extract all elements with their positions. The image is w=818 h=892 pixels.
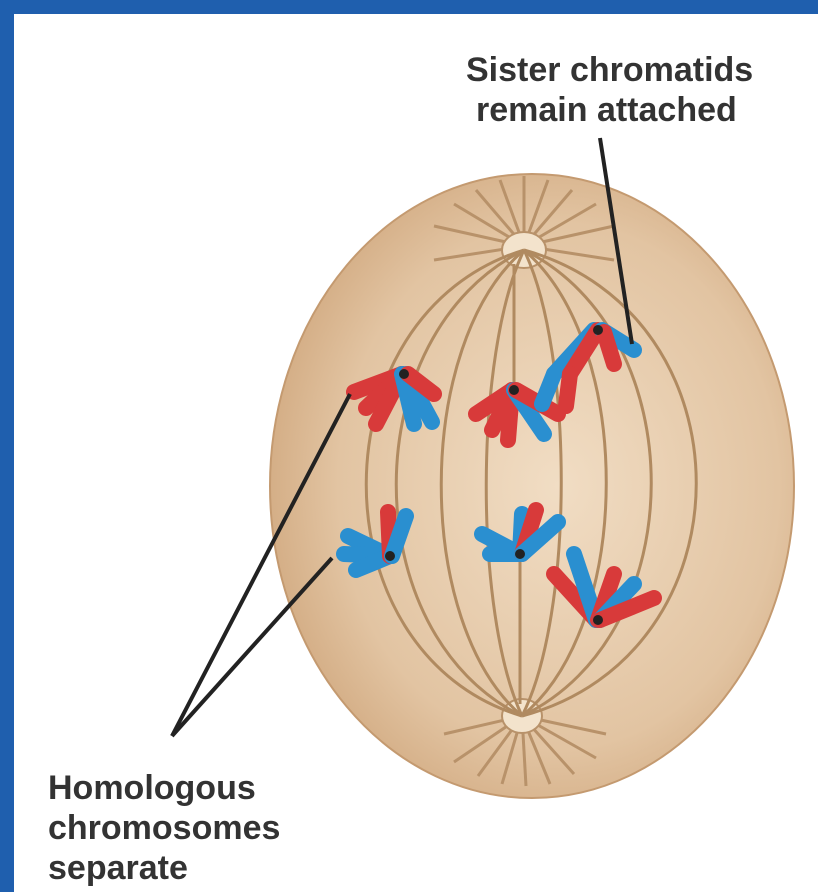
meiosis-anaphase-diagram xyxy=(14,14,818,892)
label-sister-line2: remain attached xyxy=(476,90,753,130)
label-homologous-line2: chromosomes xyxy=(48,808,280,848)
label-homologous-chromosomes: Homologous chromosomes separate xyxy=(48,768,280,888)
label-sister-line1: Sister chromatids xyxy=(466,50,753,90)
label-homologous-line3: separate xyxy=(48,848,280,888)
label-homologous-line1: Homologous xyxy=(48,768,280,808)
label-sister-chromatids: Sister chromatids remain attached xyxy=(466,50,753,130)
diagram-stage: Sister chromatids remain attached Homolo… xyxy=(14,14,818,892)
